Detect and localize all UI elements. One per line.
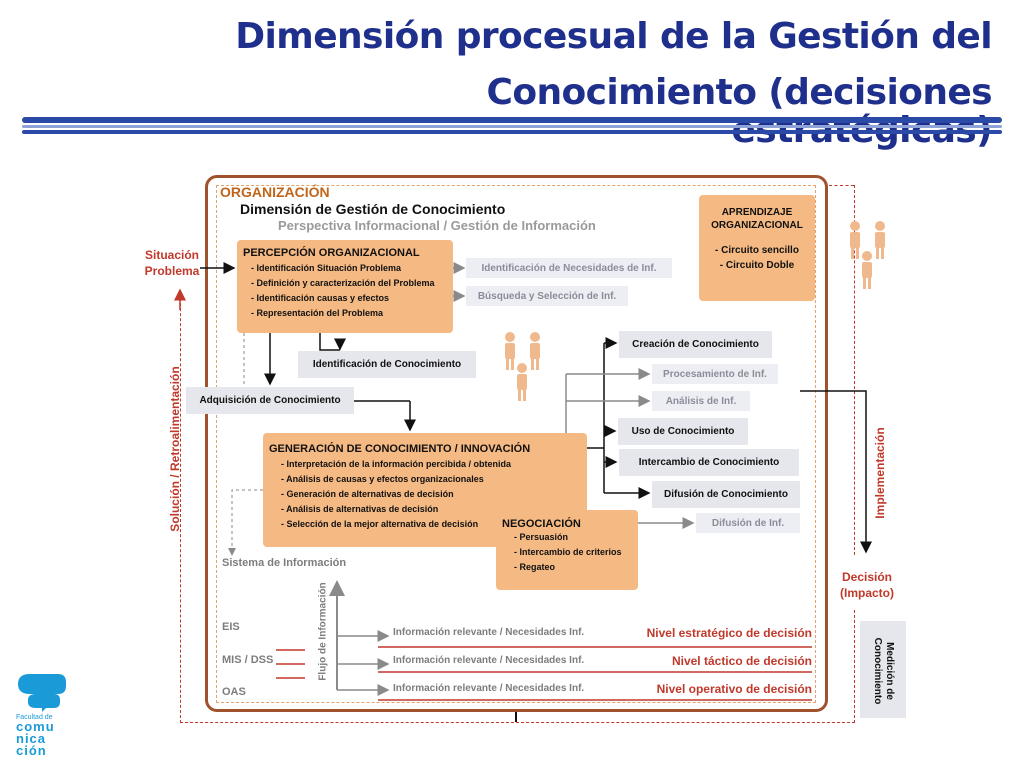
difusion-conocimiento-box: Difusión de Conocimiento	[652, 481, 800, 508]
info-relevante-operativo: Información relevante / Necesidades Inf.	[393, 683, 585, 694]
percepcion-item: - Definición y caracterización del Probl…	[251, 278, 435, 288]
eis-label: EIS	[222, 621, 240, 633]
to-sistema-dashed	[228, 489, 263, 556]
header-band-top	[22, 117, 1002, 123]
dimension-heading: Dimensión de Gestión de Conocimiento	[240, 201, 506, 217]
aprendizaje-box: APRENDIZAJE ORGANIZACIONAL - Circuito se…	[699, 195, 815, 301]
impacto-label: (Impacto)	[840, 586, 894, 600]
intercambio-box: Intercambio de Conocimiento	[619, 449, 799, 476]
nivel-tactico-label: Nivel táctico de decisión	[671, 654, 812, 668]
ident-necesidades-box: Identificación de Necesidades de Inf.	[466, 258, 672, 278]
organization-heading: ORGANIZACIÓN	[220, 184, 330, 200]
perspective-heading: Perspectiva Informacional / Gestión de I…	[278, 218, 596, 233]
generacion-item: - Interpretación de la información perci…	[281, 459, 512, 469]
creacion-box: Creación de Conocimiento	[619, 331, 772, 358]
percepcion-item: - Identificación Situación Problema	[251, 263, 402, 273]
situacion-label: Situación	[144, 248, 199, 262]
impl-dashed-top	[829, 185, 854, 186]
difusion-inf-box: Difusión de Inf.	[696, 513, 800, 533]
percepcion-item: - Identificación causas y efectos	[251, 293, 390, 303]
ident-conocimiento-box: Identificación de Conocimiento	[298, 351, 476, 378]
header-band-mid	[22, 125, 1002, 128]
logo-word-line: nica	[16, 731, 47, 746]
negociacion-item: - Regateo	[514, 562, 556, 572]
header-band-bottom	[22, 130, 1002, 134]
generacion-item: - Análisis de causas y efectos organizac…	[281, 474, 484, 484]
percepcion-item: - Representación del Problema	[251, 308, 384, 318]
to-ident-conocimiento-line	[319, 333, 340, 351]
aprendizaje-item: - Circuito Doble	[719, 260, 795, 271]
logo-word: comu nica ción	[16, 719, 55, 758]
logo-word-line: comu	[16, 719, 55, 734]
aprendizaje-item: - Circuito sencillo	[715, 245, 799, 256]
sistema-informacion-label: Sistema de Información	[222, 557, 347, 569]
aprendizaje-title-1: APRENDIZAJE	[721, 207, 793, 218]
decision-label: Decisión	[841, 570, 892, 584]
impl-dashed-right	[854, 185, 855, 555]
generacion-item: - Análisis de alternativas de decisión	[281, 504, 439, 514]
generacion-item: - Selección de la mejor alternativa de d…	[281, 519, 479, 529]
oas-label: OAS	[222, 686, 246, 698]
mis-dss-label: MIS / DSS	[222, 654, 274, 666]
busqueda-seleccion-box: Búsqueda y Selección de Inf.	[466, 286, 628, 306]
medicion-box: Medición de Conocimiento	[860, 621, 906, 718]
negociacion-item: - Intercambio de criterios	[514, 547, 622, 557]
organization-inner-dashed	[216, 185, 816, 703]
uso-conocimiento-box: Uso de Conocimiento	[618, 418, 748, 445]
faculty-logo-icon	[18, 674, 66, 712]
feedback-dashed-line-right	[854, 610, 855, 723]
feedback-dashed-line-bottom	[180, 722, 855, 723]
people-icon-right	[850, 221, 885, 289]
procesamiento-box: Procesamiento de Inf.	[652, 364, 778, 384]
nivel-estrategico-label: Nivel estratégico de decisión	[646, 626, 812, 640]
percepcion-title: PERCEPCIÓN ORGANIZACIONAL	[243, 247, 420, 259]
logo-word-line: ción	[16, 743, 47, 758]
aprendizaje-title-2: ORGANIZACIONAL	[711, 220, 803, 231]
nivel-operativo-label: Nivel operativo de decisión	[656, 682, 812, 696]
percepcion-box: PERCEPCIÓN ORGANIZACIONAL - Identificaci…	[237, 240, 453, 333]
implementacion-arrow	[800, 390, 872, 554]
generacion-item: - Generación de alternativas de decisión	[281, 489, 454, 499]
generacion-title: GENERACIÓN DE CONOCIMIENTO / INNOVACIÓN	[269, 443, 531, 455]
negociacion-box: NEGOCIACIÓN - Persuasión - Intercambio d…	[496, 510, 638, 590]
problema-label: Problema	[144, 264, 200, 278]
page-title-line1: Dimensión procesual de la Gestión del	[235, 16, 992, 57]
people-icon-center	[505, 332, 540, 401]
analisis-box: Análisis de Inf.	[652, 391, 750, 411]
adquisicion-box: Adquisición de Conocimiento	[186, 387, 354, 414]
logo-faculty-label: Facultad de	[16, 714, 53, 721]
negociacion-item: - Persuasión	[514, 532, 569, 542]
organization-frame	[205, 175, 828, 712]
feedback-dashed-line-left	[180, 293, 181, 723]
info-relevante-estrategico: Información relevante / Necesidades Inf.	[393, 627, 585, 638]
info-relevante-tactico: Información relevante / Necesidades Inf.	[393, 655, 585, 666]
negociacion-title: NEGOCIACIÓN	[502, 518, 581, 530]
